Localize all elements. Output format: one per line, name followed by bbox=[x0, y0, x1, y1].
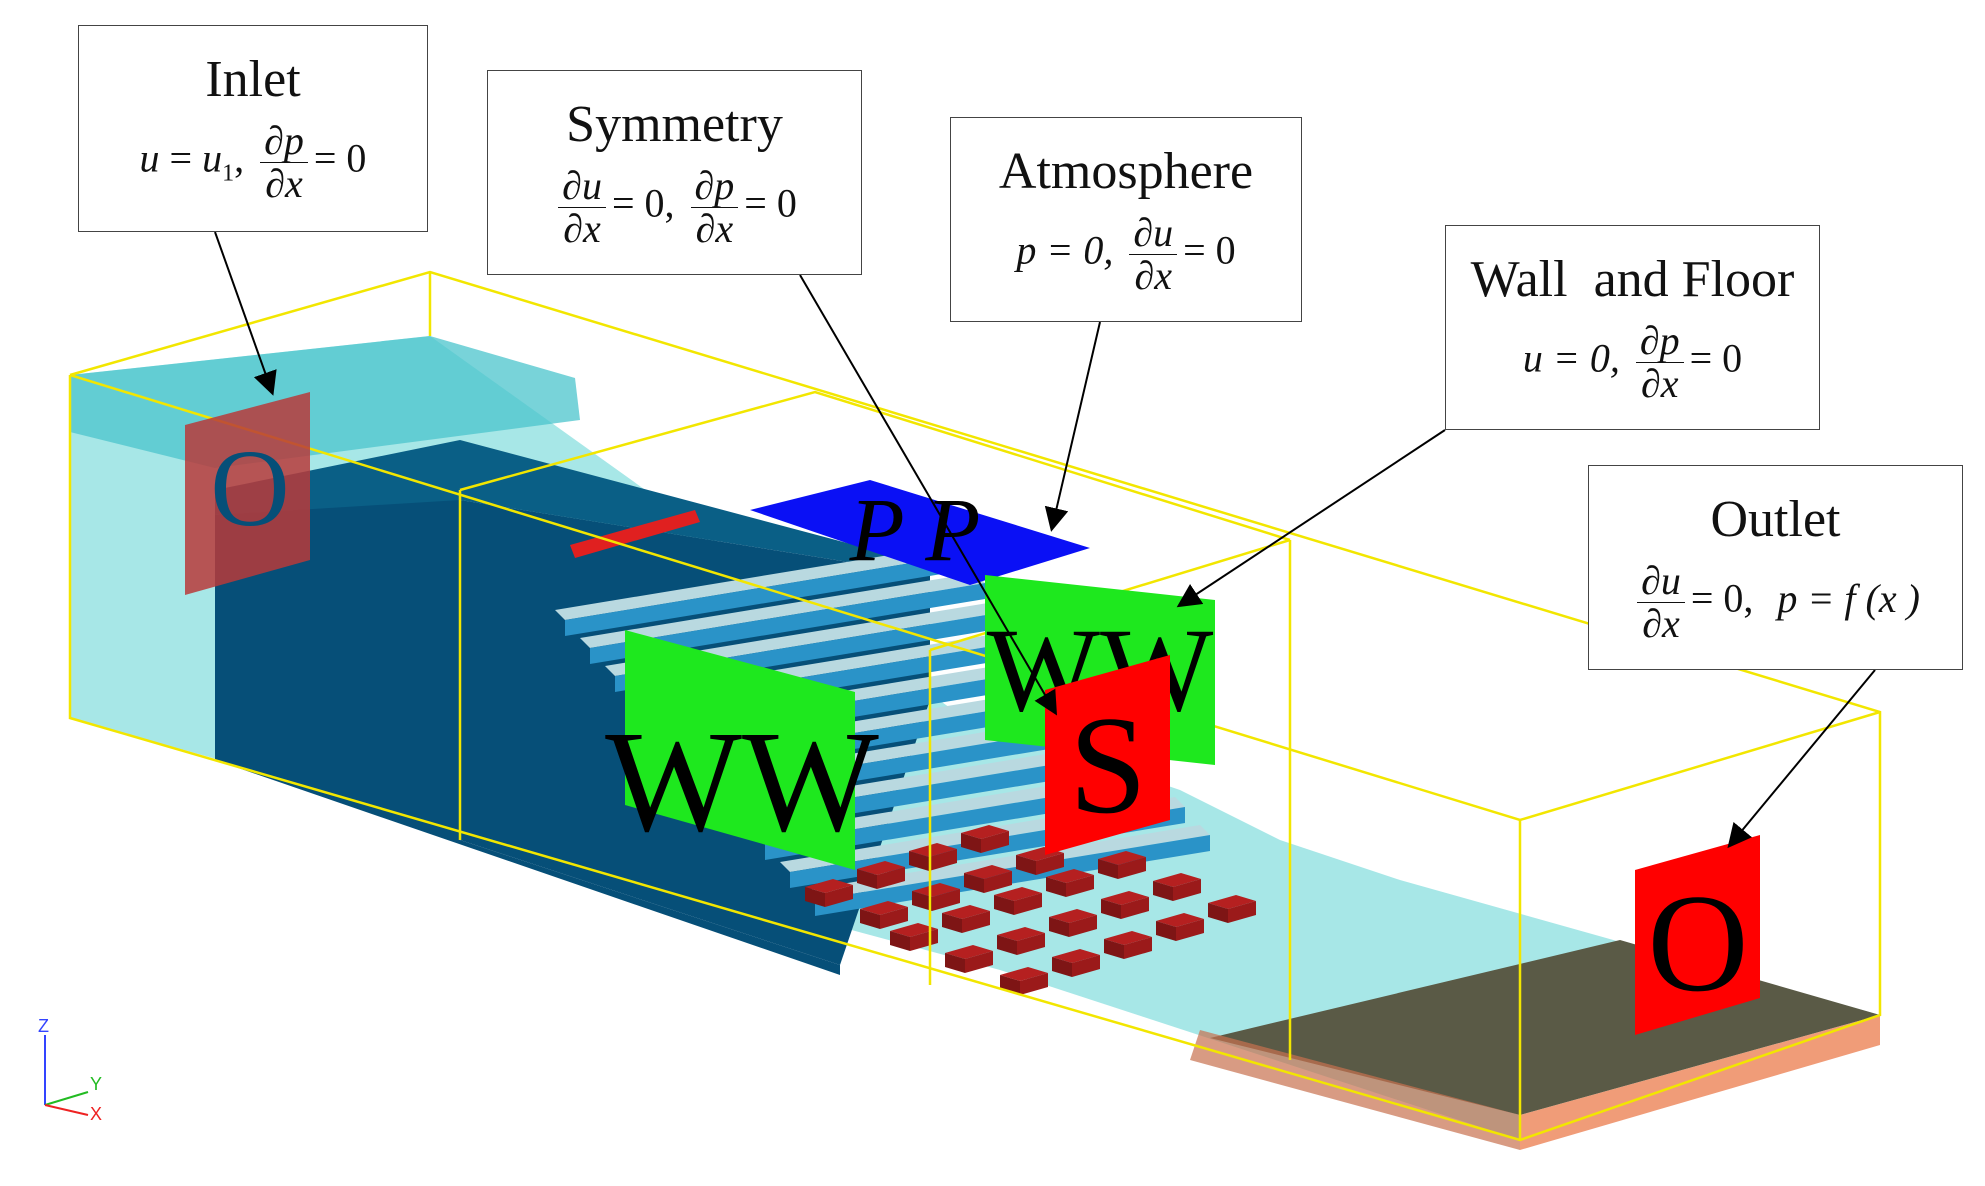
red-marker-strip bbox=[570, 510, 700, 558]
symmetry-callout: Symmetry ∂u∂x= 0, ∂p∂x= 0 bbox=[487, 70, 862, 275]
floor-block bbox=[890, 923, 938, 951]
step-block-front bbox=[215, 490, 840, 975]
axis-triad: Z Y X bbox=[38, 1016, 102, 1124]
wall-patch-front: WW bbox=[605, 630, 879, 870]
atmosphere-title: Atmosphere bbox=[998, 143, 1254, 200]
symmetry-equation: ∂u∂x= 0, ∂p∂x= 0 bbox=[488, 165, 861, 250]
floor-block bbox=[857, 861, 905, 889]
floor-block bbox=[1104, 931, 1152, 959]
floor-block bbox=[1046, 869, 1094, 897]
symmetry-arrow bbox=[799, 274, 1058, 716]
outlet-patch: O bbox=[1635, 835, 1760, 1035]
floor-block bbox=[1098, 851, 1146, 879]
outlet-patch-label: O bbox=[1647, 866, 1748, 1021]
floor-block bbox=[1049, 909, 1097, 937]
inlet-patch: O bbox=[185, 392, 310, 595]
atmosphere-patch: P P bbox=[750, 480, 1090, 585]
floor-block bbox=[1101, 891, 1149, 919]
floor-block bbox=[994, 887, 1042, 915]
wall-patch-front-label: WW bbox=[605, 702, 879, 862]
floor-block bbox=[1156, 913, 1204, 941]
step-riser bbox=[565, 555, 960, 636]
outlet-base-left bbox=[1190, 1030, 1520, 1150]
inlet-equation: u = u1, ∂p∂x= 0 bbox=[139, 118, 367, 206]
floor-block bbox=[961, 825, 1009, 853]
wall-floor-arrow bbox=[1176, 429, 1446, 608]
symmetry-patch: S bbox=[1045, 655, 1170, 855]
atmosphere-callout: Atmosphere p = 0, ∂u∂x= 0 bbox=[950, 117, 1302, 322]
outlet-equation: ∂u∂x= 0, p = f (x ) bbox=[1589, 560, 1962, 645]
wall-floor-title: Wall and Floor bbox=[1470, 251, 1795, 308]
domain-bounding-box bbox=[68, 270, 1882, 1142]
wall-floor-callout: Wall and Floor u = 0, ∂p∂x= 0 bbox=[1445, 225, 1820, 430]
floor-block bbox=[997, 927, 1045, 955]
inlet-arrow bbox=[214, 231, 277, 396]
atmosphere-arrow bbox=[1044, 321, 1101, 532]
floor-block bbox=[912, 883, 960, 911]
atmosphere-equation: p = 0, ∂u∂x= 0 bbox=[1016, 210, 1236, 298]
symmetry-title: Symmetry bbox=[566, 96, 783, 153]
wall-floor-equation: u = 0, ∂p∂x= 0 bbox=[1522, 318, 1743, 406]
floor-block bbox=[1208, 895, 1256, 923]
step-tread bbox=[555, 545, 960, 620]
floor-block bbox=[909, 843, 957, 871]
outlet-arrow bbox=[1727, 669, 1876, 849]
energy-dissipation-blocks bbox=[805, 825, 1256, 995]
floor-block bbox=[1052, 949, 1100, 977]
floor-block bbox=[860, 901, 908, 929]
step-tread bbox=[805, 825, 1210, 900]
floor-block bbox=[805, 879, 853, 907]
step-tread bbox=[580, 573, 985, 648]
inlet-title: Inlet bbox=[205, 51, 301, 108]
axis-y-label: Y bbox=[90, 1074, 102, 1094]
axis-x-label: X bbox=[90, 1104, 102, 1124]
outlet-callout: Outlet ∂u∂x= 0, p = f (x ) bbox=[1588, 465, 1963, 670]
floor-block bbox=[945, 945, 993, 973]
inlet-callout: Inlet u = u1, ∂p∂x= 0 bbox=[78, 25, 428, 232]
floor-block bbox=[942, 905, 990, 933]
inlet-patch-label: O bbox=[210, 427, 289, 549]
floor-block bbox=[1153, 873, 1201, 901]
atmosphere-patch-label: P P bbox=[849, 481, 981, 580]
axis-z-label: Z bbox=[38, 1016, 49, 1036]
step-riser bbox=[590, 583, 985, 664]
outlet-base bbox=[1520, 1015, 1880, 1150]
outlet-title: Outlet bbox=[1710, 491, 1841, 548]
floor-block bbox=[964, 865, 1012, 893]
symmetry-patch-label: S bbox=[1069, 688, 1147, 843]
